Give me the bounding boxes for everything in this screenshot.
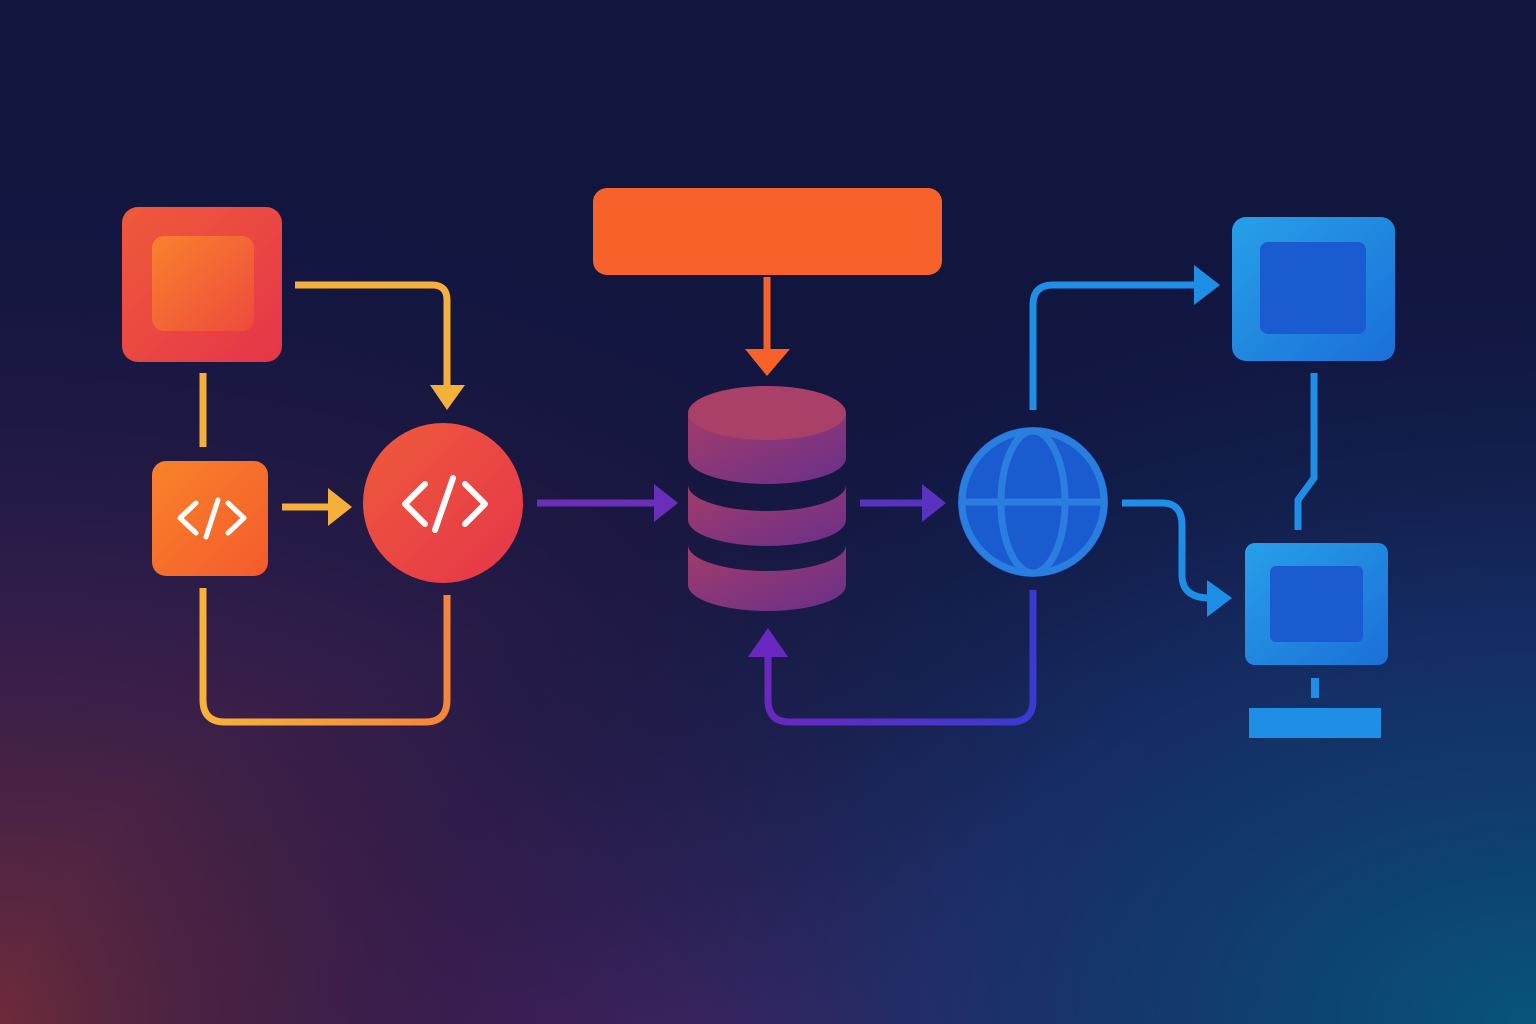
square-node-icon[interactable]: [122, 207, 282, 362]
code-circle-icon[interactable]: [363, 423, 523, 583]
arrowhead-icon: [745, 349, 790, 376]
input-source-block[interactable]: [593, 188, 942, 275]
arrowhead-icon: [430, 385, 465, 410]
device-icon[interactable]: [1232, 217, 1395, 361]
connector-square-to-circle: [295, 281, 451, 388]
connector-globe-to-device: [1029, 281, 1198, 410]
arrowhead-icon: [654, 484, 678, 522]
connector-globe-to-monitor: [1122, 499, 1211, 602]
connector-loop-right: [764, 590, 1037, 726]
arrowhead-icon: [1194, 265, 1220, 305]
monitor-icon[interactable]: [1245, 543, 1388, 738]
code-icon[interactable]: [152, 461, 268, 576]
arrowhead-icon: [1207, 580, 1232, 617]
arrowhead-icon: [922, 484, 946, 522]
arrowhead-icon: [748, 628, 788, 657]
database-icon[interactable]: [688, 386, 846, 611]
globe-icon[interactable]: [958, 427, 1108, 577]
connector-device-to-monitor: [1294, 373, 1318, 530]
connector-loop-left: [199, 588, 451, 726]
arrowhead-icon: [328, 488, 352, 526]
